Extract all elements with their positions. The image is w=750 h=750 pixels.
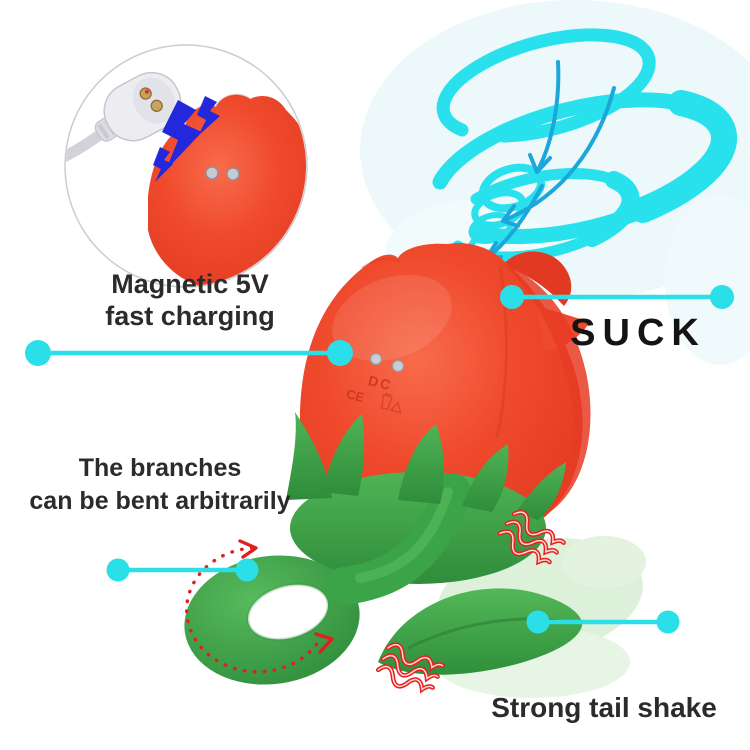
charging-contact-dot: [369, 352, 383, 366]
ce-marking: CE: [345, 386, 366, 405]
dc-marking: DC: [367, 372, 394, 393]
rose-bud: DC CE: [299, 242, 591, 549]
charging-contact-dot: [226, 167, 240, 181]
callout-line-suck: [500, 285, 734, 309]
callout-line-charging: [25, 340, 353, 366]
callout-line-branches: [106, 558, 259, 582]
charging-contact-dot: [205, 166, 219, 180]
charging-label-line2: fast charging: [105, 301, 275, 331]
callout-lines: [25, 285, 734, 634]
suck-label: SUCK: [570, 312, 706, 354]
rotation-dotted-arrow-icon: [184, 539, 334, 674]
product-markings: DC CE: [345, 372, 402, 414]
lightning-bolts-icon: [153, 96, 220, 182]
ce-marking-icons: [380, 392, 402, 414]
branches-label: The branches can be bent arbitrarily: [29, 452, 290, 518]
charging-label-line1: Magnetic 5V: [111, 269, 269, 299]
callout-line-tail: [526, 610, 680, 634]
charging-inset: [64, 44, 308, 288]
charging-label: Magnetic 5V fast charging: [105, 268, 275, 332]
tail-label: Strong tail shake: [491, 692, 717, 723]
charger-plug-icon: [66, 71, 182, 166]
charging-contact-dot: [391, 359, 405, 373]
branches-label-line1: The branches: [78, 454, 242, 482]
bendable-branch-loop: [184, 555, 360, 685]
calyx-spikes: [286, 412, 566, 520]
plant-base: [184, 412, 583, 685]
branches-label-line2: can be bent arbitrarily: [29, 487, 291, 515]
